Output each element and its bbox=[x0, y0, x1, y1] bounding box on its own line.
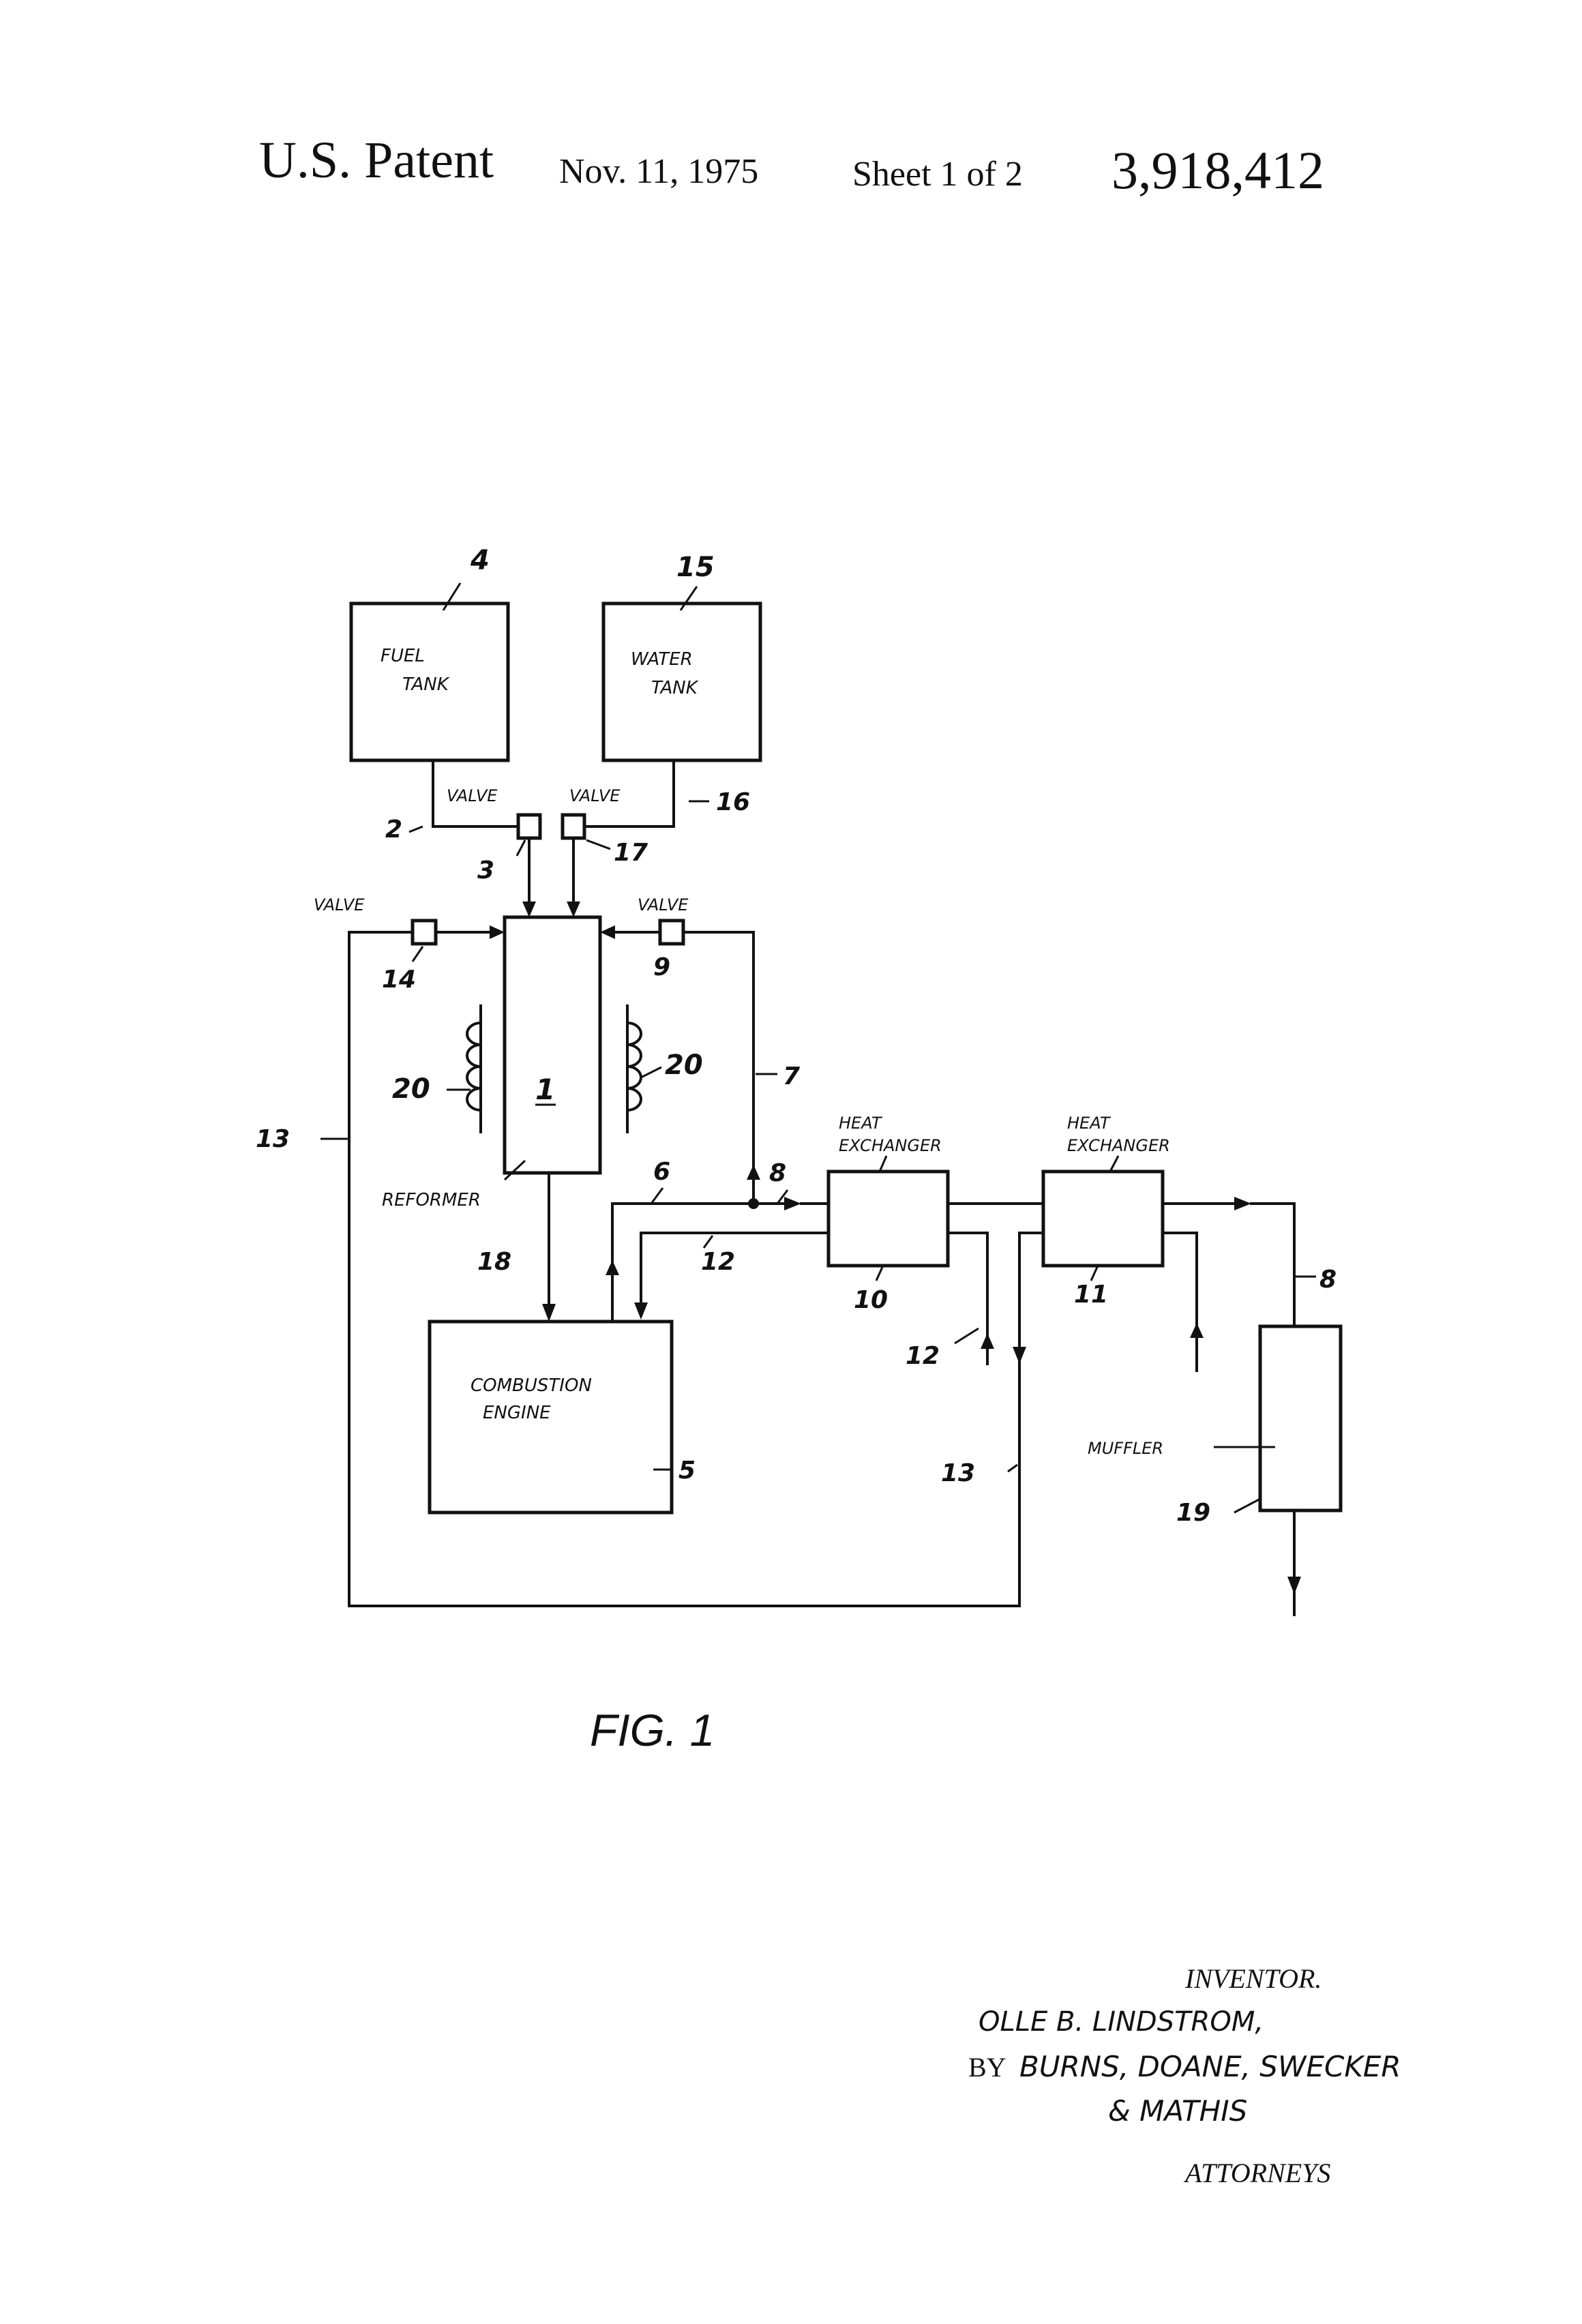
muffler: MUFFLER 19 bbox=[1088, 1326, 1341, 1527]
hx10-label-2: EXCHANGER bbox=[839, 1136, 942, 1155]
ref-hx10: 10 bbox=[854, 1286, 888, 1314]
ref-valve-14: 14 bbox=[382, 966, 416, 994]
heat-exchanger-11: HEAT EXCHANGER 11 bbox=[1043, 1114, 1170, 1309]
figure-label: FIG. 1 bbox=[590, 1705, 715, 1755]
patent-title: U.S. Patent bbox=[259, 132, 494, 189]
valve-17-label: VALVE bbox=[569, 786, 621, 805]
inventor-name: OLLE B. LINDSTROM, bbox=[979, 2006, 1264, 2038]
fuel-tank-label-2: TANK bbox=[402, 674, 450, 695]
inventor-label: INVENTOR. bbox=[1184, 1963, 1322, 1994]
valve-3-label: VALVE bbox=[447, 786, 498, 805]
valve-9-label: VALVE bbox=[638, 895, 689, 914]
ref-line-12b: 12 bbox=[906, 1342, 940, 1370]
ref-coil-left: 20 bbox=[392, 1073, 430, 1105]
patent-date: Nov. 11, 1975 bbox=[559, 152, 758, 191]
ref-line-18: 18 bbox=[477, 1248, 511, 1276]
coil-left: 20 bbox=[392, 1006, 481, 1132]
heat-exchanger-10: HEAT EXCHANGER 10 bbox=[829, 1114, 948, 1314]
attorneys-label: ATTORNEYS bbox=[1183, 2158, 1330, 2188]
ref-hx11: 11 bbox=[1074, 1281, 1108, 1309]
reformer: 1 REFORMER bbox=[382, 917, 600, 1210]
ref-water-tank: 15 bbox=[676, 552, 715, 583]
valve-9 bbox=[660, 921, 683, 944]
ref-line-8a: 8 bbox=[769, 1159, 786, 1187]
by-label: BY bbox=[968, 2052, 1006, 2083]
ref-coil-right: 20 bbox=[665, 1049, 703, 1081]
ref-line-2: 2 bbox=[385, 816, 402, 844]
valve-3 bbox=[518, 815, 540, 838]
patent-number: 3,918,412 bbox=[1111, 140, 1324, 200]
muffler-label: MUFFLER bbox=[1088, 1439, 1163, 1458]
valve-14 bbox=[413, 921, 436, 944]
fuel-tank-label-1: FUEL bbox=[380, 646, 425, 666]
ref-line-16: 16 bbox=[716, 788, 750, 816]
ref-reformer: 1 bbox=[535, 1073, 555, 1106]
hx11-label-2: EXCHANGER bbox=[1067, 1136, 1170, 1155]
ref-valve-3: 3 bbox=[477, 856, 494, 884]
combustion-engine: COMBUSTION ENGINE 5 bbox=[430, 1322, 696, 1513]
coil-right: 20 bbox=[627, 1006, 703, 1132]
ref-line-12a: 12 bbox=[701, 1248, 735, 1276]
valve-14-label: VALVE bbox=[314, 895, 365, 914]
fuel-line: VALVE 2 bbox=[385, 760, 518, 844]
water-tank-label-2: TANK bbox=[651, 678, 699, 698]
engine-label-2: ENGINE bbox=[483, 1403, 551, 1423]
sheet-number: Sheet 1 of 2 bbox=[852, 155, 1023, 194]
ref-line-6: 6 bbox=[653, 1158, 670, 1186]
hx10-label-1: HEAT bbox=[839, 1114, 883, 1133]
water-tank: WATER TANK 15 bbox=[603, 552, 760, 760]
attorney-firm-line-2: & MATHIS bbox=[1108, 2094, 1247, 2128]
attorney-firm-line-1: BURNS, DOANE, SWECKER bbox=[1019, 2050, 1401, 2083]
ref-valve-9: 9 bbox=[653, 953, 670, 981]
ref-engine: 5 bbox=[678, 1457, 696, 1485]
ref-valve-17: 17 bbox=[614, 839, 648, 867]
hx11-label-1: HEAT bbox=[1067, 1114, 1111, 1133]
ref-muffler: 19 bbox=[1176, 1499, 1210, 1527]
ref-fuel-tank: 4 bbox=[470, 545, 490, 576]
reformer-label: REFORMER bbox=[382, 1190, 481, 1210]
water-line: VALVE 16 bbox=[569, 760, 750, 826]
ref-line-8b: 8 bbox=[1319, 1266, 1337, 1294]
water-tank-label-1: WATER bbox=[631, 649, 693, 670]
ref-line-7: 7 bbox=[783, 1062, 800, 1090]
valve-17 bbox=[563, 815, 584, 838]
ref-line-13b: 13 bbox=[941, 1459, 975, 1487]
engine-label-1: COMBUSTION bbox=[471, 1375, 592, 1396]
ref-line-13a: 13 bbox=[256, 1125, 290, 1153]
fuel-tank: FUEL TANK 4 bbox=[351, 545, 508, 760]
